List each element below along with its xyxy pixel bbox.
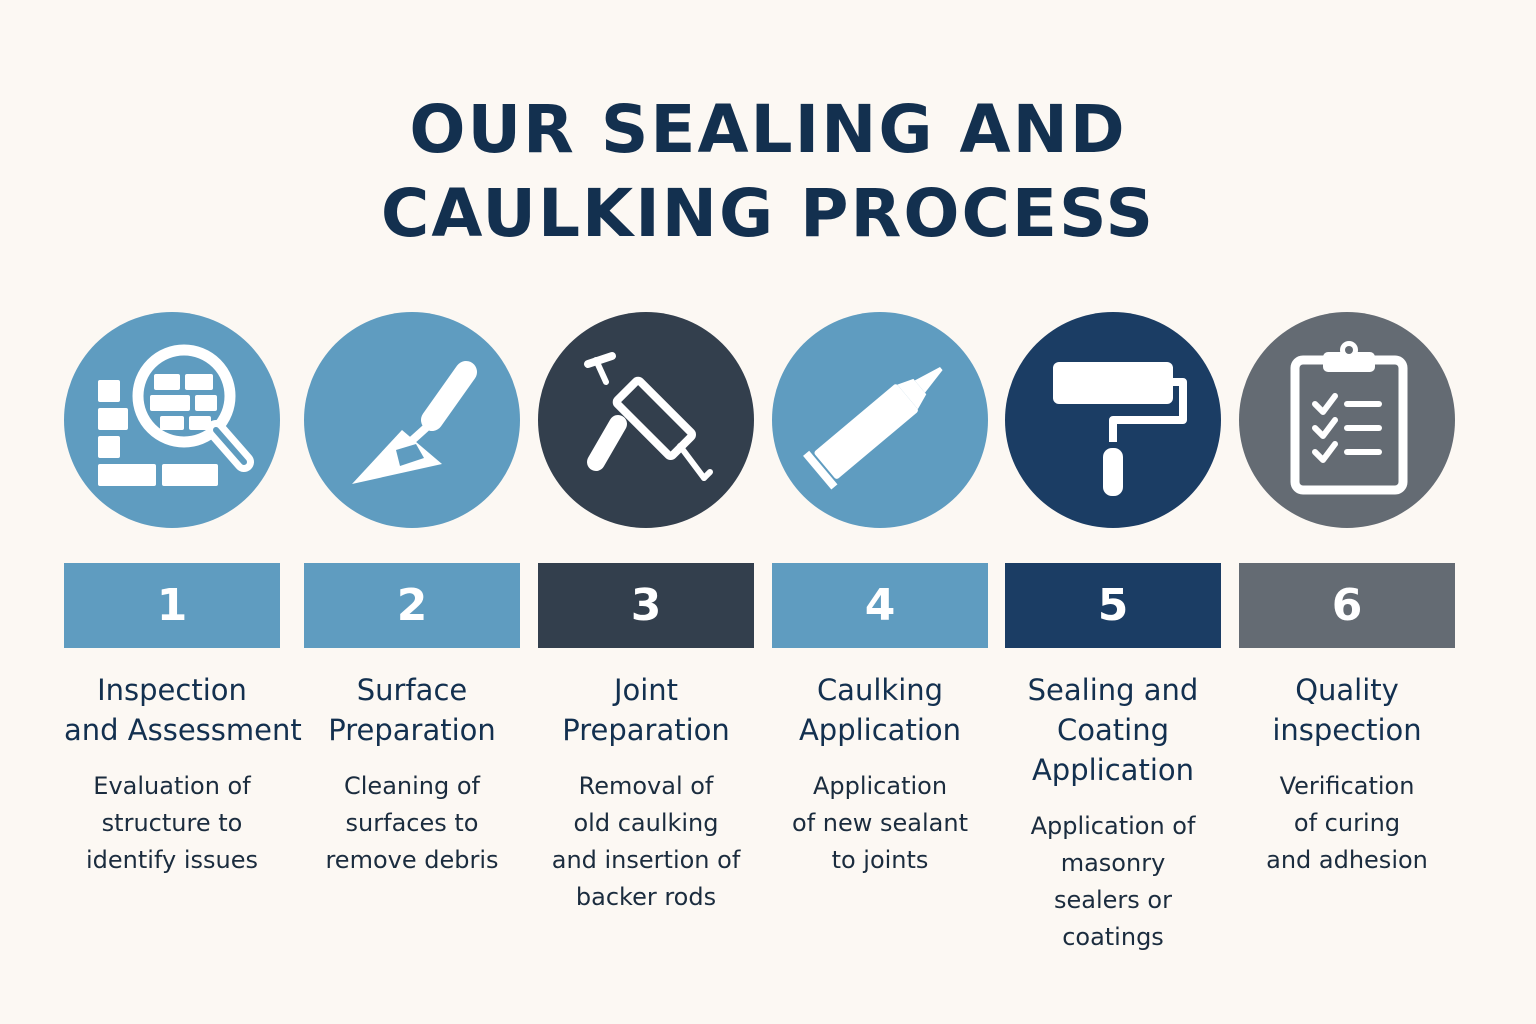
step-3-title: Joint Preparation xyxy=(562,673,730,747)
step-6-description: Verification of curing and adhesion xyxy=(1266,772,1428,874)
step-5-title: Sealing and Coating Application xyxy=(1027,673,1199,787)
step-5: 5 Sealing and Coating Application Applic… xyxy=(1005,312,1221,956)
step-1-description: Evaluation of structure to identify issu… xyxy=(86,772,258,874)
step-2: 2 Surface Preparation Cleaning of surfac… xyxy=(304,312,520,879)
step-2-number: 2 xyxy=(304,563,520,648)
step-6: 6 Quality inspection Verification of cur… xyxy=(1239,312,1455,879)
step-1-circle xyxy=(64,312,280,528)
step-3: 3 Joint Preparation Removal of old caulk… xyxy=(538,312,754,916)
step-3-circle xyxy=(538,312,754,528)
page-title: OUR SEALING AND CAULKING PROCESS xyxy=(0,88,1536,256)
step-1: 1 Inspection and Assessment Evaluation o… xyxy=(64,312,302,879)
step-3-description: Removal of old caulking and insertion of… xyxy=(551,772,741,911)
step-4-number: 4 xyxy=(772,563,988,648)
step-1-title: Inspection and Assessment xyxy=(64,673,302,747)
step-4-title: Caulking Application xyxy=(798,673,962,747)
magnifier-bricks-icon xyxy=(98,344,254,486)
title-line-2: CAULKING PROCESS xyxy=(380,175,1156,252)
step-2-title: Surface Preparation xyxy=(328,673,496,747)
step-2-circle xyxy=(304,312,520,528)
step-6-number: 6 xyxy=(1239,563,1455,648)
title-line-1: OUR SEALING AND xyxy=(409,91,1127,168)
sealant-tube-icon xyxy=(803,367,943,490)
step-3-number: 3 xyxy=(538,563,754,648)
step-6-circle xyxy=(1239,312,1455,528)
paint-roller-icon xyxy=(1053,362,1187,496)
step-2-description: Cleaning of surfaces to remove debris xyxy=(325,772,499,874)
trowel-icon xyxy=(352,361,477,484)
clipboard-checklist-icon xyxy=(1290,341,1408,495)
step-1-number: 1 xyxy=(64,563,280,648)
step-5-number: 5 xyxy=(1005,563,1221,648)
step-5-description: Application of masonry sealers or coatin… xyxy=(1030,812,1196,951)
step-6-title: Quality inspection xyxy=(1272,673,1422,747)
step-5-circle xyxy=(1005,312,1221,528)
step-4: 4 Caulking Application Application of ne… xyxy=(772,312,988,879)
step-4-circle xyxy=(772,312,988,528)
caulk-gun-icon xyxy=(584,352,713,481)
step-4-description: Application of new sealant to joints xyxy=(792,772,968,874)
